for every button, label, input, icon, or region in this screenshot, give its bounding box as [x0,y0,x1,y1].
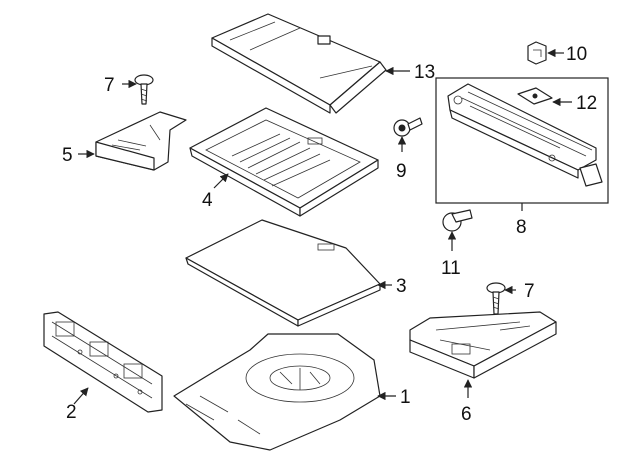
part-1-floor-pan[interactable] [173,333,381,451]
callout-1: 1 [400,387,411,408]
callout-7-lower: 7 [524,281,535,302]
part-3-floor-panel[interactable] [185,219,381,327]
part-9-push-pin[interactable] [393,117,423,137]
callout-7-upper: 7 [104,75,115,96]
part-7-bolt-upper[interactable] [134,74,154,105]
callout-11: 11 [441,258,461,279]
callout-9: 9 [396,161,407,182]
part-8-sill-trim-panel[interactable] [447,83,603,187]
callout-4: 4 [202,190,213,211]
part-11-push-fastener[interactable] [442,209,473,232]
callout-10: 10 [566,44,587,65]
part-7-bolt-lower[interactable] [486,282,506,315]
callout-5: 5 [62,145,73,166]
part-6-support[interactable] [409,311,557,379]
callout-8: 8 [516,217,527,238]
part-12-retainer[interactable] [517,87,553,105]
part-5-support-bracket[interactable] [95,111,187,171]
part-4-cargo-tray[interactable] [189,107,379,217]
part-2-rear-panel[interactable] [43,311,163,413]
callout-12: 12 [576,93,597,114]
leader-4 [213,173,229,189]
leader-lines [73,48,572,405]
callout-2: 2 [66,402,77,423]
part-10-clip[interactable] [527,41,547,65]
part-13-cargo-cover[interactable] [211,13,387,114]
leader-2 [73,387,89,405]
callout-6: 6 [461,404,472,425]
callout-labels: 13 10 7 12 9 5 4 8 11 3 7 1 6 2 [62,44,597,425]
callout-3: 3 [396,276,407,297]
callout-13: 13 [414,62,435,83]
